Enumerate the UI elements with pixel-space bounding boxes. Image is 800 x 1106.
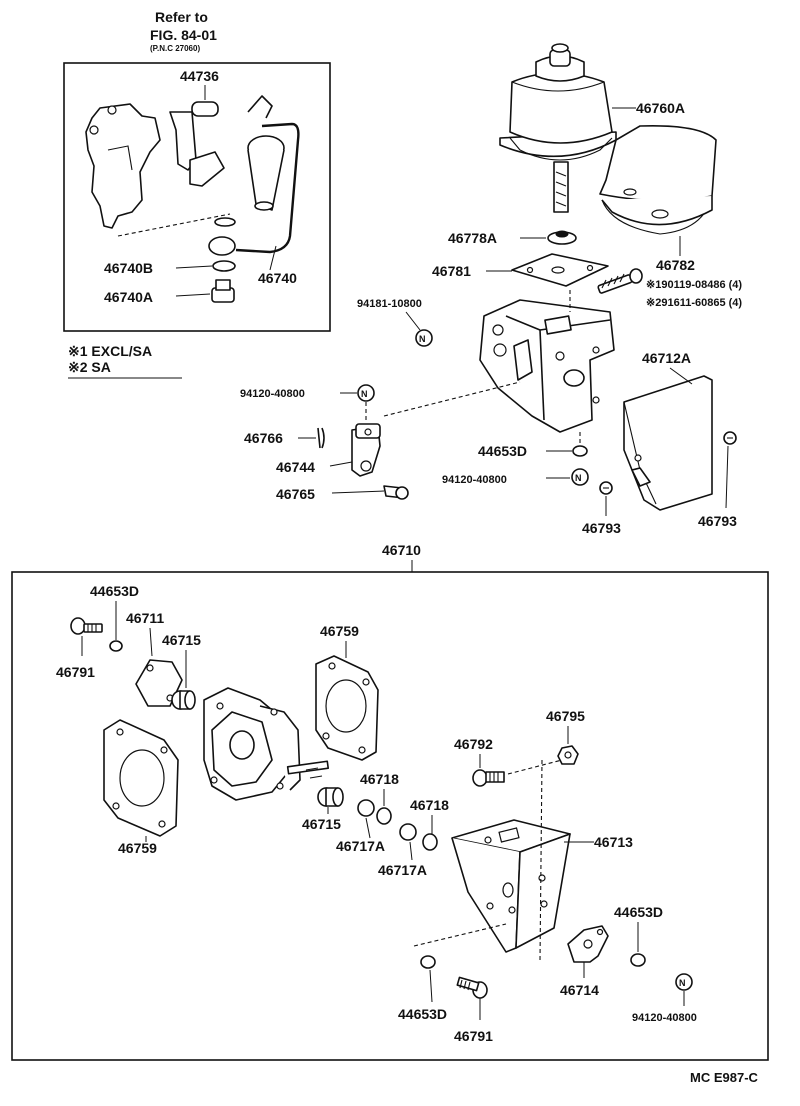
- nut-94181-shape: N: [415, 329, 433, 347]
- gasket-46781-shape: [511, 253, 609, 287]
- carburetor-reference-shape: [85, 103, 161, 229]
- part-label-46766: 46766: [244, 430, 283, 446]
- part-label-44736: 44736: [180, 68, 219, 84]
- svg-text:N: N: [419, 334, 426, 344]
- part-label-44653D-a: 44653D: [478, 443, 527, 459]
- nut-46795-shape: [557, 745, 579, 765]
- bushing-46715-a-shape: [171, 690, 196, 710]
- nut-46778A-shape: [547, 230, 577, 245]
- svg-text:N: N: [679, 978, 686, 988]
- washer-46740B-shape: [212, 260, 236, 272]
- part-label-46793-a: 46793: [582, 520, 621, 536]
- part-label-94120-b: 94120-40800: [442, 474, 507, 486]
- note-2: ※2 SA: [68, 359, 111, 375]
- washer-46717A-b-shape: [399, 823, 417, 841]
- part-label-46718-b: 46718: [410, 797, 449, 813]
- note-1: ※1 EXCL/SA: [68, 343, 152, 359]
- part-label-46744: 46744: [276, 459, 315, 475]
- part-label-46782: 46782: [656, 257, 695, 273]
- screw-46793-a-shape: [599, 481, 613, 495]
- svg-text:N: N: [575, 473, 582, 483]
- part-label-91611: ※291611-60865 (4): [646, 297, 742, 309]
- figure-ref-label: FIG. 84-01: [150, 27, 217, 43]
- screw-46793-b-shape: [723, 431, 737, 445]
- subassembly-box: [63, 62, 331, 332]
- part-label-46792: 46792: [454, 736, 493, 752]
- gasket-46759-b-shape: [315, 655, 379, 761]
- part-label-46710: 46710: [382, 542, 421, 558]
- gasket-46759-a-shape: [103, 719, 179, 837]
- washer-44653D-b-shape: [109, 640, 123, 652]
- part-label-46717A-b: 46717A: [378, 862, 427, 878]
- diagram-code: MC E987-C: [690, 1070, 759, 1085]
- fitting-46740A-shape: [211, 279, 235, 303]
- refer-to-label: Refer to: [155, 9, 208, 25]
- assembly-46710-box: [11, 571, 769, 1061]
- cam-46714-shape: [567, 925, 609, 963]
- part-label-46715-a: 46715: [162, 632, 201, 648]
- part-label-46795: 46795: [546, 708, 585, 724]
- bracket-assembly-shape: [479, 299, 615, 433]
- gasket-46711-shape: [135, 659, 183, 707]
- part-label-46759-b: 46759: [320, 623, 359, 639]
- washer-44653D-c-shape: [420, 955, 436, 969]
- washer-46740-shape: [214, 217, 236, 227]
- part-label-46791-a: 46791: [56, 664, 95, 680]
- cover-46782-shape: [599, 124, 717, 235]
- part-label-90119: ※190119-08486 (4): [646, 279, 742, 291]
- washer-46718-b-shape: [422, 833, 438, 851]
- dashpot-housing-shape: [203, 687, 330, 801]
- part-label-46740: 46740: [258, 270, 297, 286]
- part-label-46711: 46711: [126, 610, 164, 626]
- nut-94120-c-shape: N: [675, 973, 693, 991]
- washer-46717A-a-shape: [357, 799, 375, 817]
- part-label-46759-a: 46759: [118, 840, 157, 856]
- bushing-46715-b-shape: [317, 787, 344, 807]
- screw-90119-shape: [597, 268, 643, 294]
- diaphragm-46760A-shape: [499, 43, 617, 213]
- part-label-94120-c: 94120-40800: [632, 1012, 697, 1024]
- nut-94120-a-shape: N: [357, 384, 375, 402]
- part-label-46715-b: 46715: [302, 816, 341, 832]
- part-label-44653D-d: 44653D: [614, 904, 663, 920]
- bolt-46791-a-shape: [70, 617, 103, 635]
- part-label-46765: 46765: [276, 486, 315, 502]
- washer-44653D-a-shape: [572, 445, 588, 457]
- part-label-46791-b: 46791: [454, 1028, 493, 1044]
- part-label-46740B: 46740B: [104, 260, 153, 276]
- nut-94120-b-shape: N: [571, 468, 589, 486]
- part-label-94120-a: 94120-40800: [240, 388, 305, 400]
- part-label-44653D-b: 44653D: [90, 583, 139, 599]
- part-label-46712A: 46712A: [642, 350, 691, 366]
- part-label-46740A: 46740A: [104, 289, 153, 305]
- part-label-46713: 46713: [594, 834, 633, 850]
- pin-46765-shape: [383, 485, 409, 500]
- svg-text:N: N: [361, 389, 368, 399]
- pin-46766-shape: [317, 427, 325, 449]
- washer-46718-a-shape: [376, 807, 392, 825]
- bolt-46791-b-shape: [456, 976, 488, 999]
- part-label-46760A: 46760A: [636, 100, 685, 116]
- lever-46744-shape: [351, 423, 381, 477]
- part-label-46714: 46714: [560, 982, 599, 998]
- part-label-46778A: 46778A: [448, 230, 497, 246]
- cover-plate-46712A-shape: [623, 375, 713, 511]
- pnc-ref-label: (P.N.C 27060): [150, 44, 200, 53]
- bracket-44736-shape: [169, 101, 225, 187]
- part-label-46781: 46781: [432, 263, 471, 279]
- vacuum-valve-46740-shape: [208, 95, 300, 256]
- part-label-44653D-c: 44653D: [398, 1006, 447, 1022]
- part-label-46718-a: 46718: [360, 771, 399, 787]
- part-label-46793-b: 46793: [698, 513, 737, 529]
- part-label-46717A-a: 46717A: [336, 838, 385, 854]
- bolt-46792-shape: [472, 769, 505, 787]
- part-label-94181: 94181-10800: [357, 298, 422, 310]
- bracket-46713-shape: [451, 819, 571, 953]
- washer-44653D-d-shape: [630, 953, 646, 967]
